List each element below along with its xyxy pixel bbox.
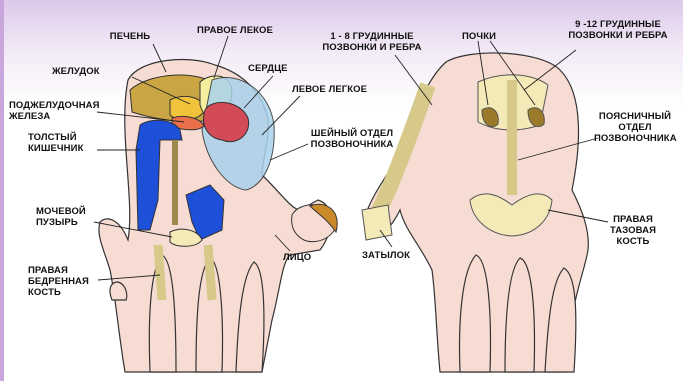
occiput-block (362, 205, 392, 240)
label-thoracic-1-8: 1 - 8 ГРУДИННЫЕ ПОЗВОНКИ И РЕБРА (322, 31, 422, 53)
label-thoracic-9-12: 9 -12 ГРУДИННЫЕ ПОЗВОНКИ И РЕБРА (563, 19, 673, 41)
label-face: ЛИЦО (283, 252, 311, 263)
label-liver: ПЕЧЕНЬ (102, 31, 158, 42)
label-stomach: ЖЕЛУДОК (52, 66, 100, 77)
label-cervical-spine: ШЕЙНЫЙ ОТДЕЛ ПОЗВОНОЧНИКА (302, 128, 402, 150)
label-bladder: МОЧЕВОЙ ПУЗЫРЬ (36, 206, 86, 228)
label-occiput: ЗАТЫЛОК (362, 250, 410, 261)
label-pelvis: ПРАВАЯ ТАЗОВАЯ КОСТЬ (600, 214, 666, 247)
label-kidneys: ПОЧКИ (462, 31, 496, 42)
label-heart: СЕРДЦЕ (248, 63, 288, 74)
label-femur: ПРАВАЯ БЕДРЕННАЯ КОСТЬ (28, 265, 89, 298)
label-lumbar-spine: ПОЯСНИЧНЫЙ ОТДЕЛ ПОЗВОНОЧНИКА (594, 111, 676, 144)
face-drawing (292, 204, 338, 241)
label-right-lung: ПРАВОЕ ЛЕКОЕ (192, 25, 278, 36)
label-left-lung: ЛЕВОЕ ЛЕГКОЕ (292, 84, 367, 95)
label-colon: ТОЛСТЫЙ КИШЕЧНИК (28, 132, 83, 154)
label-pancreas: ПОДЖЕЛУДОЧНАЯ ЖЕЛЕЗА (9, 100, 100, 122)
